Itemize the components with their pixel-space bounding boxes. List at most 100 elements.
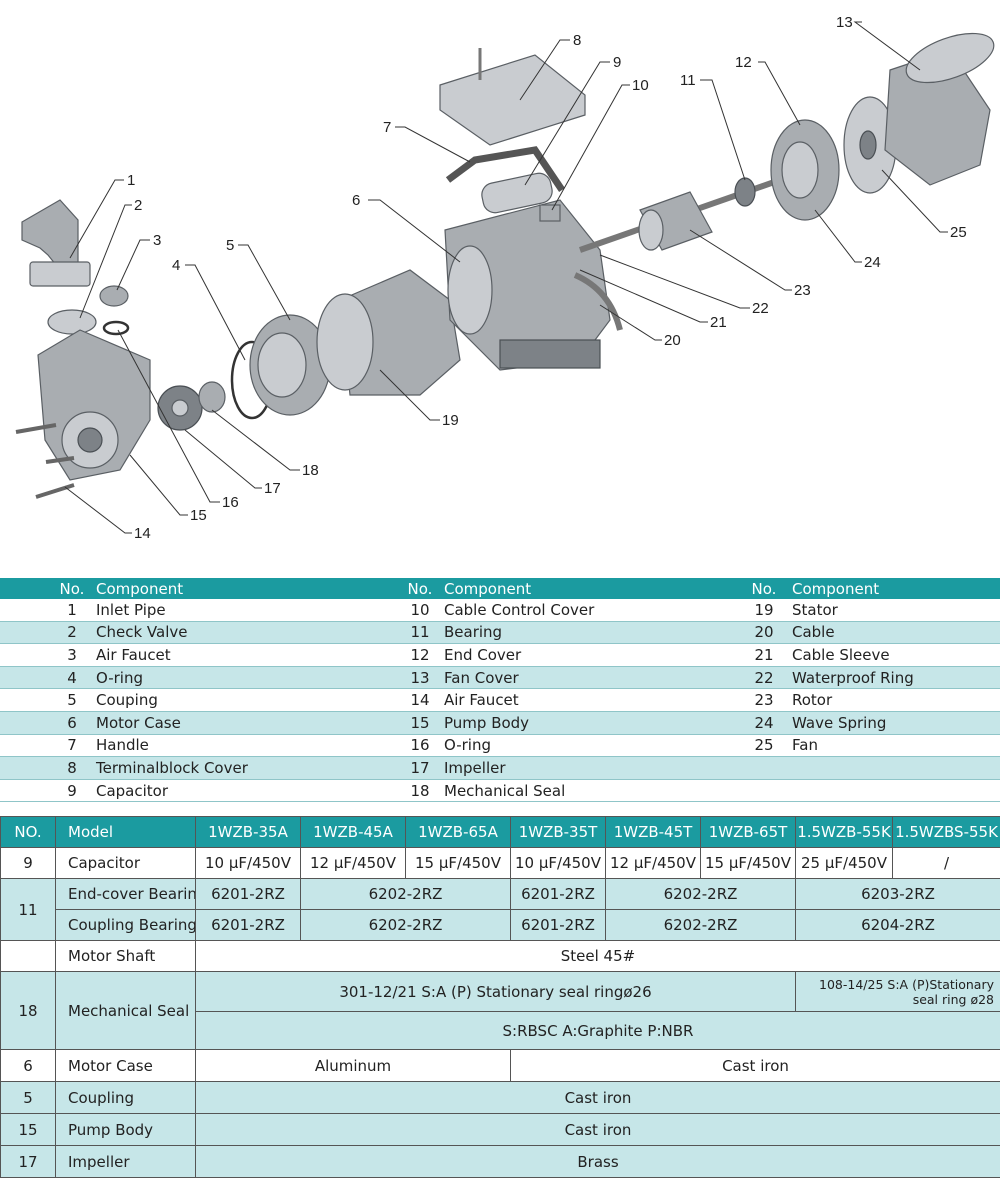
spec-cell: Steel 45# (195, 940, 1000, 972)
mechanical-seal-part (198, 381, 226, 413)
row-label: End-cover Bearing (55, 878, 196, 910)
component-no: 14 (396, 688, 444, 712)
component-name: Fan (792, 734, 1000, 758)
callout-12: 12 (735, 54, 752, 71)
row-label: Mechanical Seal (55, 971, 196, 1050)
callout-6: 6 (352, 192, 360, 209)
coupling-row: 5 Coupling Cast iron (0, 1081, 1000, 1114)
component-no: 6 (48, 711, 96, 735)
model-1: 1WZB-35A (195, 816, 301, 848)
component-no: 8 (48, 756, 96, 780)
spec-cell: Cast iron (510, 1049, 1000, 1082)
component-no: 13 (396, 666, 444, 690)
component-no: 24 (736, 711, 792, 735)
terminalblock-cover-part (439, 54, 586, 146)
component-no: 16 (396, 734, 444, 758)
spec-header-row: NO. Model 1WZB-35A 1WZB-45A 1WZB-65A 1WZ… (0, 816, 1000, 848)
spec-cell: 6202-2RZ (300, 878, 511, 910)
components-table: No. Component No. Component No. Componen… (0, 578, 1000, 803)
row-spacer (0, 734, 48, 758)
row-no: 15 (0, 1113, 56, 1146)
spec-cell: 301-12/21 S:A (P) Stationary seal ringø2… (195, 971, 796, 1012)
motor-shaft-row: Motor Shaft Steel 45# (0, 940, 1000, 972)
spec-cell: 12 μF/450V (605, 847, 701, 879)
component-name: O-ring (444, 734, 736, 758)
component-no: 11 (396, 621, 444, 645)
component-name: Check Valve (96, 621, 396, 645)
component-no: 23 (736, 688, 792, 712)
model-5: 1WZB-45T (605, 816, 701, 848)
spec-table: NO. Model 1WZB-35A 1WZB-45A 1WZB-65A 1WZ… (0, 816, 1000, 1178)
components-header-row: No. Component No. Component No. Componen… (0, 578, 1000, 599)
component-no (736, 779, 792, 803)
component-no: 12 (396, 643, 444, 667)
component-name: Air Faucet (444, 688, 736, 712)
component-no: 25 (736, 734, 792, 758)
component-name: Cable Sleeve (792, 643, 1000, 667)
spec-cell: 15 μF/450V (405, 847, 511, 879)
spec-cell: 6203-2RZ (795, 878, 1000, 910)
callout-5: 5 (226, 237, 234, 254)
row-label: Capacitor (55, 847, 196, 879)
callout-13: 13 (836, 14, 853, 31)
row-no: 11 (0, 878, 56, 941)
spec-cell: 6201-2RZ (510, 878, 606, 910)
end-cover-bearing-row: 11 End-cover Bearing 6201-2RZ 6202-2RZ 6… (0, 878, 1000, 941)
component-no: 21 (736, 643, 792, 667)
callout-15: 15 (190, 507, 207, 524)
component-name: Motor Case (96, 711, 396, 735)
component-name (792, 779, 1000, 803)
row-label: Coupling Bearing (55, 909, 196, 941)
callout-19: 19 (442, 412, 459, 429)
spec-cell: 6204-2RZ (795, 909, 1000, 941)
component-name: Mechanical Seal (444, 779, 736, 803)
coupling-bearing-row: Coupling Bearing 6201-2RZ 6202-2RZ 6201-… (1, 909, 1000, 941)
component-name: Pump Body (444, 711, 736, 735)
row-no (0, 940, 56, 972)
component-name: Cable Control Cover (444, 599, 736, 622)
row-spacer (0, 621, 48, 645)
cable-control-cover-part (539, 204, 561, 222)
component-name: Couping (96, 688, 396, 712)
mechanical-seal-row: 18 Mechanical Seal 301-12/21 S:A (P) Sta… (0, 971, 1000, 1050)
model-7: 1.5WZB-55K (795, 816, 893, 848)
callout-24: 24 (864, 254, 881, 271)
callout-18: 18 (302, 462, 319, 479)
air-faucet-part (99, 285, 129, 307)
pump-body-part (37, 329, 151, 481)
impeller-row: 17 Impeller Brass (0, 1145, 1000, 1178)
model-3: 1WZB-65A (405, 816, 511, 848)
callout-23: 23 (794, 282, 811, 299)
component-no: 18 (396, 779, 444, 803)
row-no: 17 (0, 1145, 56, 1178)
row-spacer (0, 756, 48, 780)
rotor-part (638, 191, 713, 251)
component-name: Waterproof Ring (792, 666, 1000, 690)
check-valve-part (47, 309, 97, 335)
callout-10: 10 (632, 77, 649, 94)
motor-case-row: 6 Motor Case Aluminum Cast iron (0, 1049, 1000, 1082)
callout-20: 20 (664, 332, 681, 349)
spec-cell: 10 μF/450V (195, 847, 301, 879)
component-no: 22 (736, 666, 792, 690)
inlet-pipe-part (21, 199, 91, 287)
spec-cell: S:RBSC A:Graphite P:NBR (195, 1011, 1000, 1050)
component-name: Fan Cover (444, 666, 736, 690)
callout-1: 1 (127, 172, 135, 189)
callout-11: 11 (680, 72, 696, 89)
callout-4: 4 (172, 257, 180, 274)
spec-cell: 6201-2RZ (195, 878, 301, 910)
callout-16: 16 (222, 494, 239, 511)
row-label: Coupling (55, 1081, 196, 1114)
coupling-part (249, 314, 331, 416)
capacitor-row: 9 Capacitor 10 μF/450V 12 μF/450V 15 μF/… (0, 847, 1000, 879)
handle-part (445, 146, 565, 192)
row-no: 5 (0, 1081, 56, 1114)
spec-cell: 10 μF/450V (510, 847, 606, 879)
component-no: 4 (48, 666, 96, 690)
component-no: 10 (396, 599, 444, 622)
